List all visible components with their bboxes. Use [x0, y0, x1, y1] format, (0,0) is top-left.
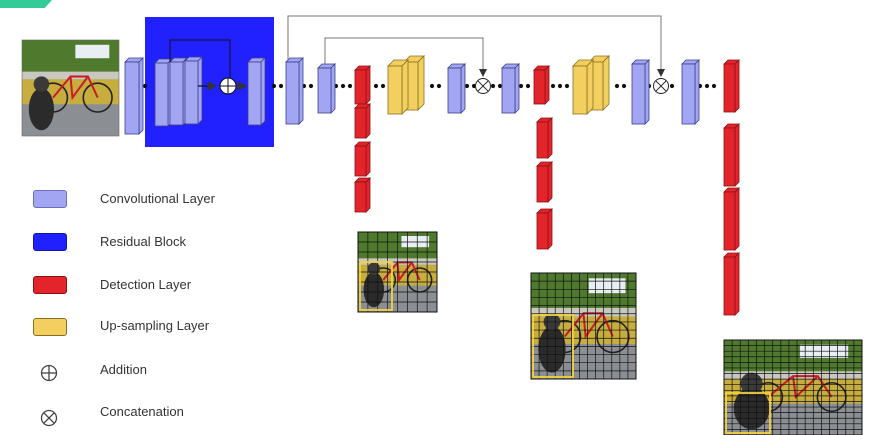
flow-dot: [271, 83, 277, 89]
flow-dot: [518, 83, 524, 89]
flow-dot: [557, 83, 563, 89]
flow-dot: [497, 83, 503, 89]
detection-layer-swatch: [33, 276, 67, 294]
conv-layer: [154, 58, 173, 127]
conv-layer: [317, 63, 336, 114]
grid-photo: [530, 272, 637, 380]
detection-grid-fine: [723, 339, 863, 435]
conv-layer: [169, 57, 188, 126]
legend-label-concat: Concatenation: [100, 404, 184, 419]
detection-layer: [723, 187, 740, 251]
conv-layer: [501, 63, 520, 114]
addition-icon: [40, 364, 58, 382]
conv-layer-swatch: [33, 190, 67, 208]
corner-accent-tab: [0, 0, 52, 8]
legend-label-conv: Convolutional Layer: [100, 191, 215, 206]
upsampling-layer-swatch: [33, 318, 67, 336]
upsampling-slab-front: [387, 59, 409, 115]
detection-layer: [354, 65, 371, 105]
legend-label-detection: Detection Layer: [100, 277, 192, 292]
detection-layer: [354, 177, 371, 213]
residual-shortcut: [169, 39, 231, 86]
flow-dot: [308, 83, 314, 89]
detection-layer: [536, 161, 553, 203]
skip-connection-line: [287, 15, 665, 77]
flow-dot: [429, 83, 435, 89]
concatenation-icon: [475, 78, 491, 94]
grid-border: [723, 339, 863, 435]
conv-layer: [124, 57, 144, 135]
flow-dot: [704, 83, 710, 89]
grid-photo: [723, 339, 863, 435]
bounding-box: [532, 314, 574, 378]
addition-icon: [219, 77, 237, 95]
detection-layer: [354, 103, 371, 139]
flow-dot: [340, 83, 346, 89]
flow-dot: [621, 83, 627, 89]
detection-layer: [354, 141, 371, 177]
upsampling-layer: [572, 55, 610, 115]
detection-grid-coarse: [357, 231, 438, 313]
bounding-box: [359, 261, 393, 311]
detection-grid-medium: [530, 272, 637, 380]
flow-dot: [347, 83, 353, 89]
bounding-box: [725, 392, 771, 434]
detection-layer: [536, 208, 553, 250]
flow-dot: [525, 83, 531, 89]
flow-dot: [564, 83, 570, 89]
grid-border: [357, 231, 438, 313]
legend-label-upsample: Up-sampling Layer: [100, 318, 210, 333]
detection-layer: [723, 252, 740, 316]
flow-dot: [380, 83, 386, 89]
flow-dot: [471, 83, 477, 89]
upsampling-slab-front: [572, 59, 594, 115]
upsampling-layer: [387, 55, 425, 115]
flow-dot: [490, 83, 496, 89]
detection-layer: [536, 117, 553, 159]
flow-dot: [614, 83, 620, 89]
residual-block-swatch: [33, 233, 67, 251]
flow-dot: [278, 83, 284, 89]
conv-layer: [631, 59, 650, 125]
detection-layer: [723, 123, 740, 187]
flow-dot: [373, 83, 379, 89]
flow-dot: [550, 83, 556, 89]
conv-layer: [285, 57, 304, 125]
conv-layer: [447, 63, 466, 114]
legend-label-addition: Addition: [100, 362, 147, 377]
concatenation-icon: [653, 78, 669, 94]
input-image: [21, 39, 120, 137]
flow-dot: [711, 83, 717, 89]
detection-layer: [723, 59, 740, 113]
flow-dot: [142, 83, 148, 89]
conv-layer: [247, 57, 266, 126]
conv-layer: [184, 56, 203, 125]
flow-dot: [669, 83, 675, 89]
grid-border: [530, 272, 637, 380]
skip-connection-line: [324, 37, 487, 77]
flow-dot: [464, 83, 470, 89]
legend-label-residual: Residual Block: [100, 234, 186, 249]
conv-layer: [681, 59, 700, 125]
detection-layer: [533, 65, 550, 105]
concatenation-icon: [40, 409, 58, 427]
flow-dot: [436, 83, 442, 89]
